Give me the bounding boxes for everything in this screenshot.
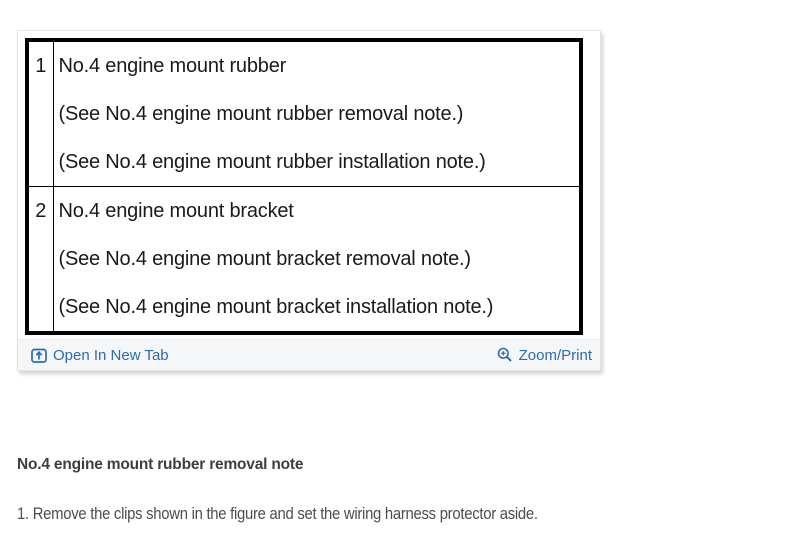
parts-table: 1 No.4 engine mount rubber (See No.4 eng…: [25, 38, 583, 335]
parts-figure-panel: 1 No.4 engine mount rubber (See No.4 eng…: [17, 30, 601, 371]
figure-panel-footer: Open In New Tab Zoom/Print: [18, 339, 600, 370]
part-description-cell: No.4 engine mount rubber (See No.4 engin…: [53, 40, 581, 187]
part-see-installation-note: (See No.4 engine mount bracket installat…: [58, 296, 494, 318]
open-in-new-tab-label: Open In New Tab: [53, 346, 169, 364]
part-see-installation-note: (See No.4 engine mount rubber installati…: [58, 151, 486, 173]
part-name: No.4 engine mount bracket: [58, 200, 294, 222]
open-in-new-tab-link[interactable]: Open In New Tab: [31, 347, 169, 364]
part-description-cell: No.4 engine mount bracket (See No.4 engi…: [53, 186, 581, 333]
part-number-cell: 2: [27, 186, 54, 333]
part-number-cell: 1: [27, 40, 54, 187]
part-see-removal-note: (See No.4 engine mount rubber removal no…: [58, 103, 464, 125]
removal-note-step-text: 1. Remove the clips shown in the figure …: [17, 505, 538, 523]
removal-note-heading: No.4 engine mount rubber removal note: [17, 456, 304, 473]
zoom-print-label: Zoom/Print: [518, 346, 592, 364]
table-row: 2 No.4 engine mount bracket (See No.4 en…: [27, 186, 581, 333]
part-name: No.4 engine mount rubber: [58, 55, 287, 77]
part-see-removal-note: (See No.4 engine mount bracket removal n…: [58, 248, 472, 270]
table-row: 1 No.4 engine mount rubber (See No.4 eng…: [27, 40, 581, 187]
zoom-print-link[interactable]: Zoom/Print: [497, 347, 592, 364]
zoom-magnifier-icon: [497, 347, 512, 362]
open-in-new-tab-icon: [31, 348, 47, 363]
removal-note-step: 1. Remove the clips shown in the figure …: [17, 505, 596, 524]
